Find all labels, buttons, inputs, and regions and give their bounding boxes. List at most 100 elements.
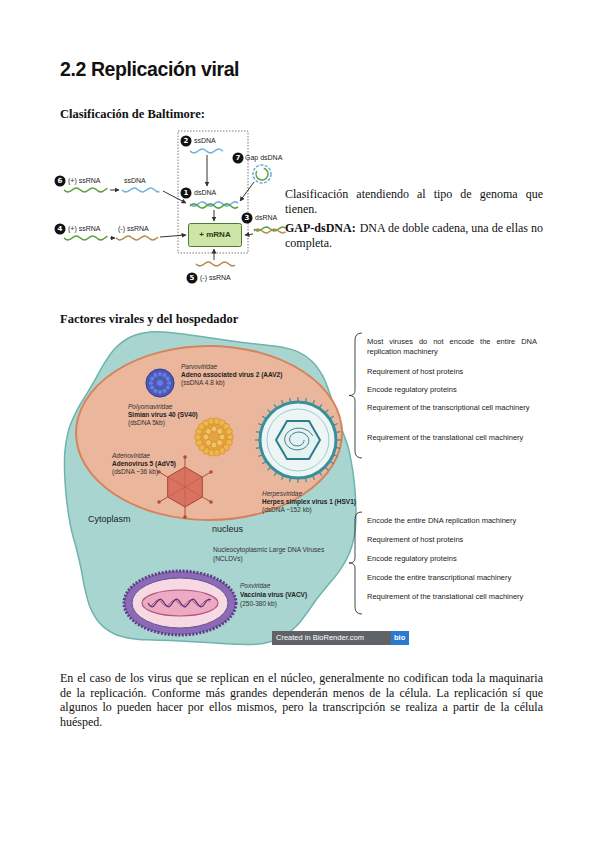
body-text: Clasificación atendiendo al tipo de geno…: [285, 187, 543, 216]
gapped-dna-ring: [253, 165, 271, 183]
bracket-item: Most viruses do not encode the entire DN…: [367, 337, 537, 356]
adv5-facet: [168, 477, 185, 487]
sv40-capsid: [197, 420, 231, 454]
box-outline: [189, 224, 242, 247]
callout-circle: [233, 153, 244, 164]
callout-circle: [181, 188, 192, 199]
virus-name: Herpes simplex virus 1 (HSV1): [262, 498, 356, 505]
flow-arrow: [110, 238, 115, 239]
adv5-facet: [185, 467, 186, 487]
watermark-bar: [272, 631, 409, 645]
vacv-membrane: [132, 578, 228, 628]
virus-family: Poxviridae: [240, 582, 270, 589]
adv5-fiber: [202, 497, 210, 502]
callout-circle: [55, 176, 66, 187]
virus-name: Adenovirus 5 (AdV5): [112, 460, 176, 467]
nucleic-acid-strand: [190, 204, 238, 208]
flow-arrow: [214, 210, 215, 221]
brackets: [349, 333, 362, 614]
vacv-surface: [124, 571, 236, 635]
sv40-capsomer: [217, 440, 223, 446]
genome-size: (ssDNA 4.8 kb): [181, 379, 225, 386]
flow-arrow: [240, 182, 254, 201]
nucleic-acid-strand: [64, 236, 108, 240]
sv40-capsomer: [226, 428, 233, 435]
baltimore-scheme: [55, 131, 286, 284]
callout-number: 6: [55, 176, 66, 187]
virus-name: Simian virus 40 (SV40): [128, 411, 198, 418]
adv5-knob: [183, 515, 187, 519]
curly-bracket: [349, 333, 362, 458]
genome-size: (250-380 kb): [240, 600, 277, 607]
paragraph: GAP-dsDNA:DNA de doble cadena, una de el…: [285, 221, 543, 251]
genome-size: (dsDNA 5kb): [128, 419, 165, 426]
sv40-capsomer: [205, 428, 211, 434]
adv5-facet: [185, 487, 186, 507]
nucleic-acid-strand: [122, 188, 160, 192]
adv5-capsid: [168, 467, 203, 507]
adv5-knob: [209, 500, 213, 504]
genome-label: ssDNA: [194, 137, 216, 145]
nucleic-acid-strand: [116, 236, 158, 240]
sv40-capsomer: [211, 426, 217, 432]
callout-number: 5: [187, 273, 198, 284]
flow-arrow: [245, 234, 253, 235]
virus-family: Herpesviridae: [262, 490, 302, 497]
genome-label: dsDNA: [194, 189, 216, 197]
genome-size: (dsDNA ~152 kb): [262, 506, 312, 513]
node-label: Cytoplasm: [88, 514, 131, 524]
adv5-knob: [183, 455, 187, 459]
adv5-fiber: [160, 473, 168, 478]
watermark-logo: bio: [394, 633, 405, 643]
nucleic-acid-strand: [64, 188, 108, 192]
callout-circle: [187, 273, 198, 284]
sv40-capsomer: [203, 434, 209, 440]
watermark-background: [272, 631, 391, 645]
callout-number: 1: [181, 188, 192, 199]
nucleic-acid-strand: [190, 149, 223, 153]
callout-number: 3: [242, 213, 253, 224]
hsv1-envelope: [260, 402, 336, 478]
bracket-item: Encode regulatory proteins: [367, 385, 537, 395]
bracket-item: Encode the entire transcriptional machin…: [367, 573, 537, 583]
bracket-item: Encode the entire DNA replication machin…: [367, 516, 537, 526]
node-label: + mRNA: [188, 230, 242, 239]
gapped-dna-ring: [256, 168, 268, 180]
genome-size: (dsDNA ~36 kb): [112, 468, 158, 475]
adv5-fiber: [160, 497, 168, 502]
flow-arrow: [214, 249, 215, 260]
callout-number: 7: [233, 153, 244, 164]
callout-number: 2: [181, 136, 192, 147]
nucleic-acid-strand: [150, 600, 210, 606]
hsv1-capsid: [276, 421, 320, 459]
genome-label: (-) ssRNA: [200, 274, 231, 282]
nucleic-acid-strand: [148, 599, 211, 607]
hsv1-genome: [285, 428, 313, 450]
nucleus-outline: [76, 346, 342, 520]
genome-label: (+) ssRNA: [68, 177, 100, 185]
virus-family: Parvoviridae: [181, 363, 217, 370]
sv40-capsomer: [219, 434, 225, 440]
adv5-facet: [168, 487, 185, 497]
virus-name: Vaccinia virus (VACV): [240, 591, 307, 598]
adv5-fiber: [185, 507, 186, 516]
flow-arrow: [207, 155, 208, 186]
genome-label: Gap dsDNA: [245, 154, 282, 162]
term-label: GAP-dsDNA:: [285, 221, 356, 235]
bracket-item: Requirement of host proteins: [367, 535, 537, 545]
section-heading: Factores virales y del hospedador: [60, 312, 238, 326]
flow-arrow: [110, 190, 119, 191]
node-label: nucleus: [212, 524, 243, 534]
page-title: 2.2 Replicación viral: [60, 58, 239, 81]
adv5-facet: [185, 477, 202, 487]
genome-label: (-) ssRNA: [118, 225, 149, 233]
genome-label: (+) ssRNA: [68, 225, 100, 233]
bracket-item: Requirement of the transcriptional cell …: [367, 403, 537, 413]
hsv1-tegument: [267, 409, 329, 471]
callout-circle: [181, 136, 192, 147]
section-heading: Clasificación de Baltimore:: [60, 107, 205, 121]
virus-group: (NCLDVs): [213, 555, 243, 562]
adv5-fiber: [202, 473, 210, 478]
genome-label: ssDNA: [124, 177, 146, 185]
vacv-core: [142, 590, 218, 616]
